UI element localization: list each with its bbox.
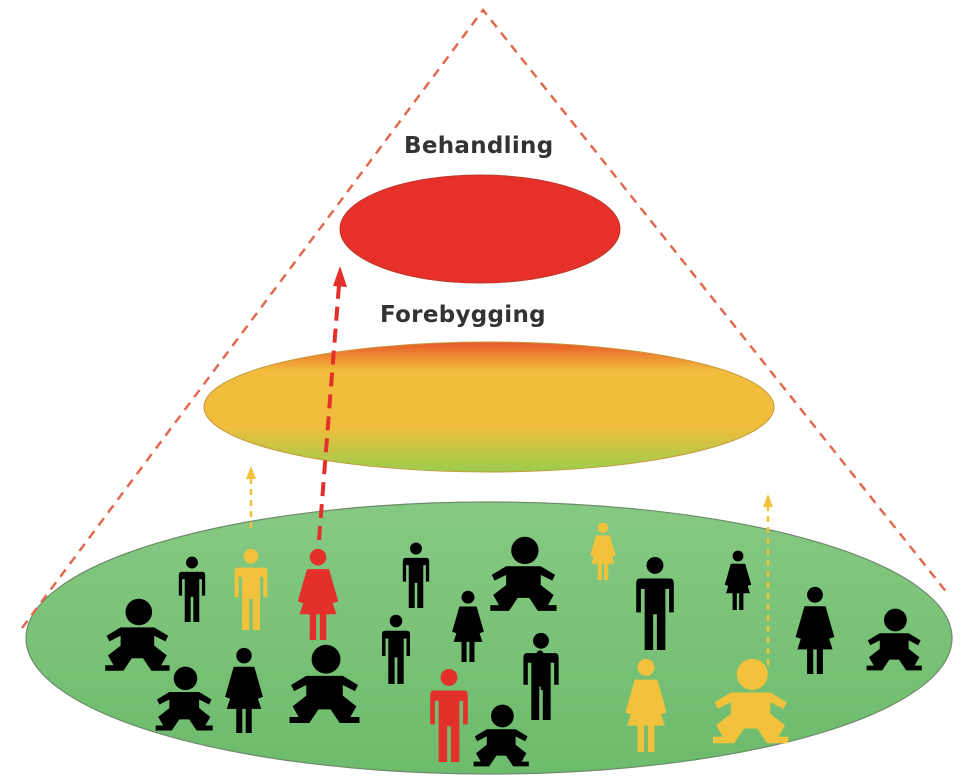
person-icon (178, 556, 206, 622)
baby-icon (712, 658, 789, 744)
treatment-ellipse (339, 174, 621, 284)
woman-icon (225, 647, 263, 733)
person-icon (234, 548, 268, 630)
baby-icon (105, 598, 170, 671)
baby-icon (473, 704, 529, 767)
woman-icon (795, 586, 835, 674)
woman-icon (625, 658, 667, 752)
population-people (105, 522, 922, 767)
baby-icon (866, 608, 922, 671)
woman-icon (297, 548, 339, 640)
baby-icon (289, 644, 360, 724)
arrow-up-icon (763, 494, 773, 665)
person-icon (636, 556, 674, 650)
prevention-ellipse (203, 341, 775, 473)
person-icon (382, 614, 410, 684)
woman-icon (590, 522, 616, 580)
person-icon (532, 650, 548, 690)
woman-icon (724, 550, 752, 610)
woman-icon (452, 590, 484, 662)
baby-icon (155, 666, 213, 731)
person-icon (402, 542, 430, 608)
arrow-up-icon (317, 266, 347, 541)
treatment-label: Behandling (404, 133, 554, 159)
arrow-up-icon (246, 466, 256, 528)
prevention-label: Forebygging (380, 302, 546, 328)
baby-icon (490, 536, 557, 611)
person-icon (430, 668, 468, 762)
pyramid-outline (20, 7, 949, 629)
